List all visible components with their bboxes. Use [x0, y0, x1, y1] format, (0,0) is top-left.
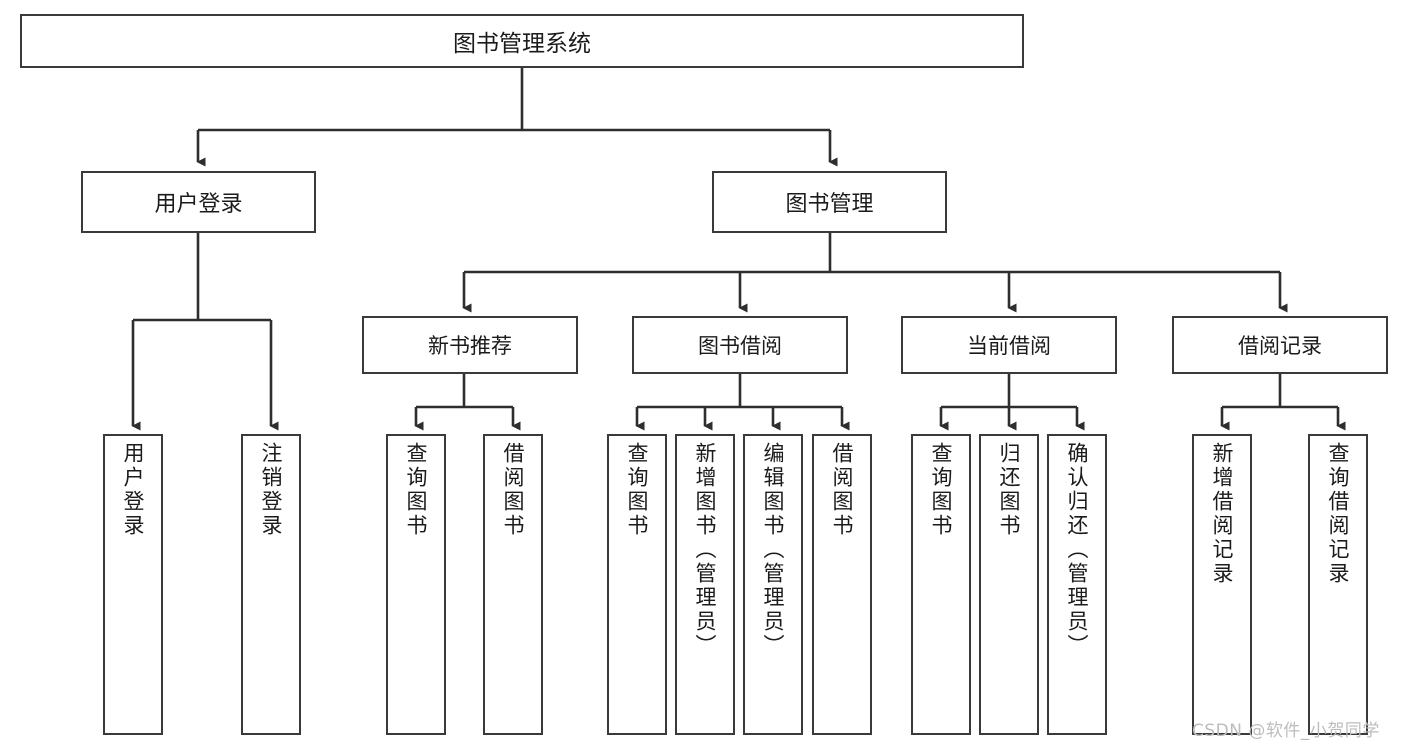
leaf-label: 查询图书: [929, 442, 954, 538]
node-book-borrow-label: 图书借阅: [698, 334, 782, 358]
leaf-record-query[interactable]: 查询借阅记录: [1308, 434, 1368, 735]
leaf-label: 借阅图书: [830, 442, 855, 538]
leaf-label: 注销登录: [259, 442, 284, 538]
leaf-label: 查询图书: [625, 442, 650, 538]
leaf-borrow-edit-book[interactable]: 编辑图书（管理员）: [743, 434, 803, 735]
leaf-borrow-add-book[interactable]: 新增图书（管理员）: [675, 434, 735, 735]
csdn-watermark: CSDN @软件_小贺同学: [1192, 716, 1380, 741]
leaf-label: 用户登录: [121, 442, 146, 538]
node-new-book-recommend[interactable]: 新书推荐: [362, 316, 578, 374]
leaf-borrow-query-book[interactable]: 查询图书: [607, 434, 667, 735]
leaf-label: 归还图书: [997, 442, 1022, 538]
leaf-label: 查询借阅记录: [1326, 442, 1351, 586]
leaf-new-book-borrow[interactable]: 借阅图书: [483, 434, 543, 735]
leaf-current-query-book[interactable]: 查询图书: [911, 434, 971, 735]
node-new-book-recommend-label: 新书推荐: [428, 334, 512, 358]
leaf-label: 新增借阅记录: [1210, 442, 1235, 586]
leaf-label: 查询图书: [404, 442, 429, 538]
node-root-label: 图书管理系统: [453, 31, 591, 57]
node-borrow-record-label: 借阅记录: [1238, 334, 1322, 358]
leaf-borrow-borrow-book[interactable]: 借阅图书: [812, 434, 872, 735]
leaf-current-confirm-return[interactable]: 确认归还（管理员）: [1047, 434, 1107, 735]
node-current-borrow[interactable]: 当前借阅: [901, 316, 1117, 374]
leaf-current-return-book[interactable]: 归还图书: [979, 434, 1039, 735]
leaf-user-login-signin[interactable]: 用户登录: [103, 434, 163, 735]
leaf-new-book-query[interactable]: 查询图书: [386, 434, 446, 735]
node-book-management-label: 图书管理: [785, 192, 874, 217]
node-book-management[interactable]: 图书管理: [712, 171, 947, 233]
node-borrow-record[interactable]: 借阅记录: [1172, 316, 1388, 374]
node-user-login[interactable]: 用户登录: [81, 171, 316, 233]
leaf-label: 编辑图书（管理员）: [761, 442, 786, 658]
node-root[interactable]: 图书管理系统: [20, 14, 1024, 68]
leaf-record-add[interactable]: 新增借阅记录: [1192, 434, 1252, 735]
csdn-watermark-text: CSDN @软件_小贺同学: [1192, 721, 1380, 741]
node-current-borrow-label: 当前借阅: [967, 334, 1051, 358]
leaf-label: 借阅图书: [501, 442, 526, 538]
leaf-label: 新增图书（管理员）: [693, 442, 718, 658]
leaf-user-login-signout[interactable]: 注销登录: [241, 434, 301, 735]
leaf-label: 确认归还（管理员）: [1065, 442, 1090, 658]
node-user-login-label: 用户登录: [154, 192, 243, 217]
node-book-borrow[interactable]: 图书借阅: [632, 316, 848, 374]
